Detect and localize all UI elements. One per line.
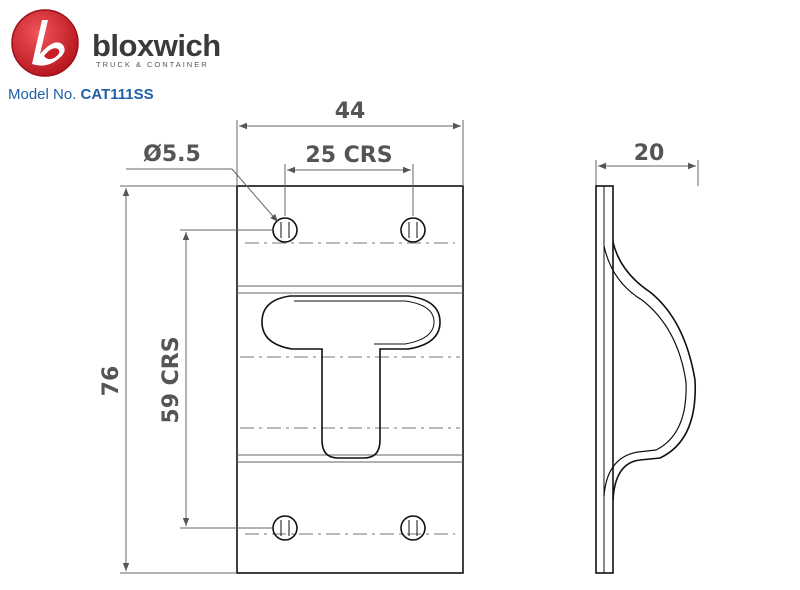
hole-bottom-right	[400, 515, 426, 541]
hole-bottom-left	[272, 515, 298, 541]
side-profile-inner	[603, 245, 687, 497]
mounting-holes	[272, 217, 426, 541]
bend-lines	[237, 285, 463, 463]
brand-subtitle: TRUCK & CONTAINER	[96, 60, 209, 69]
front-view	[236, 185, 464, 574]
dimension-lines	[120, 120, 699, 574]
bloxwich-badge-icon	[11, 9, 79, 77]
dim-hole-spacing-vertical: 59 CRS	[159, 336, 184, 423]
model-label: Model No.	[8, 86, 77, 103]
side-profile-outer	[612, 241, 696, 501]
plate-outline	[236, 185, 464, 574]
hole-top-right	[400, 217, 426, 243]
center-lines	[240, 242, 460, 535]
t-slot	[261, 295, 441, 459]
side-view	[595, 185, 696, 574]
brand-logo: bloxwich TRUCK & CONTAINER	[10, 8, 230, 80]
dim-depth: 20	[634, 141, 665, 166]
dim-overall-height: 76	[99, 366, 124, 397]
dim-hole-diameter: Ø5.5	[143, 142, 201, 167]
brand-name: bloxwich	[92, 28, 221, 63]
model-number: Model No. CAT111SS	[8, 86, 154, 103]
hole-top-left	[272, 217, 298, 243]
model-code: CAT111SS	[80, 86, 154, 103]
dim-hole-spacing-horizontal: 25 CRS	[305, 143, 392, 168]
dim-overall-width: 44	[335, 99, 366, 124]
